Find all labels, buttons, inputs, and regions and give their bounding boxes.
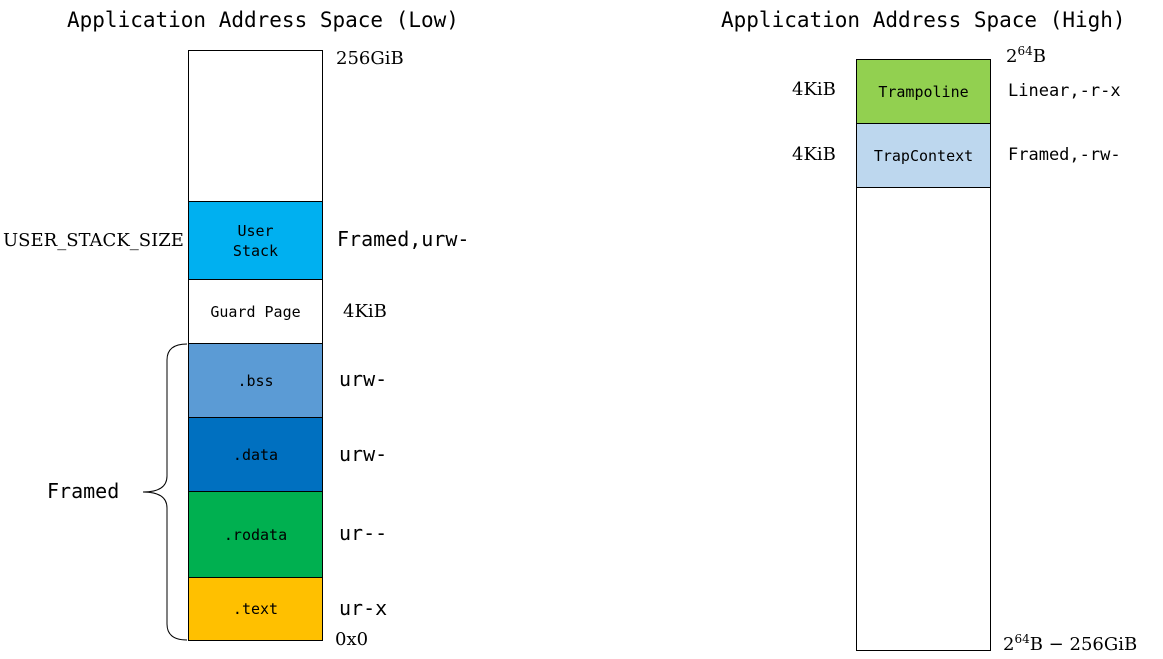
bss-segment: .bss bbox=[188, 343, 323, 418]
trampoline-size-label: 4KiB bbox=[792, 79, 836, 100]
user-stack-size-label: USER_STACK_SIZE bbox=[3, 230, 184, 251]
text-label: .text bbox=[232, 600, 279, 618]
user-stack-segment: User Stack bbox=[188, 201, 323, 280]
high-bottom-address: 264B − 256GiB bbox=[1003, 632, 1138, 655]
low-bottom-address: 0x0 bbox=[335, 629, 369, 650]
trampoline-label: Trampoline bbox=[878, 82, 969, 101]
text-perm: ur-x bbox=[339, 596, 388, 620]
bss-perm: urw- bbox=[339, 367, 388, 391]
high-empty-region bbox=[856, 187, 991, 651]
guard-page-segment: Guard Page bbox=[188, 279, 323, 344]
framed-brace bbox=[142, 343, 188, 641]
trampoline-segment: Trampoline bbox=[856, 59, 991, 124]
trap-context-label: TrapContext bbox=[873, 146, 974, 165]
text-segment: .text bbox=[188, 577, 323, 641]
data-segment: .data bbox=[188, 417, 323, 492]
high-title: Application Address Space (High) bbox=[721, 8, 1126, 32]
rodata-label: .rodata bbox=[223, 525, 288, 544]
trampoline-perm: Linear,-r-x bbox=[1008, 81, 1121, 101]
data-label: .data bbox=[232, 445, 279, 464]
low-title: Application Address Space (Low) bbox=[67, 8, 459, 32]
bss-label: .bss bbox=[237, 371, 274, 390]
trap-context-segment: TrapContext bbox=[856, 123, 991, 188]
low-top-address: 256GiB bbox=[336, 48, 404, 69]
user-stack-label: User Stack bbox=[232, 221, 279, 260]
data-perm: urw- bbox=[339, 442, 388, 466]
framed-brace-label: Framed bbox=[47, 479, 120, 503]
rodata-segment: .rodata bbox=[188, 491, 323, 578]
low-empty-region bbox=[188, 50, 323, 202]
trap-context-size-label: 4KiB bbox=[792, 144, 836, 165]
guard-page-size-label: 4KiB bbox=[343, 301, 387, 322]
trap-context-perm: Framed,-rw- bbox=[1008, 145, 1121, 165]
high-top-address: 264B bbox=[1006, 44, 1046, 67]
guard-page-label: Guard Page bbox=[210, 302, 301, 321]
user-stack-perm: Framed,urw- bbox=[337, 227, 470, 251]
rodata-perm: ur-- bbox=[339, 521, 388, 545]
